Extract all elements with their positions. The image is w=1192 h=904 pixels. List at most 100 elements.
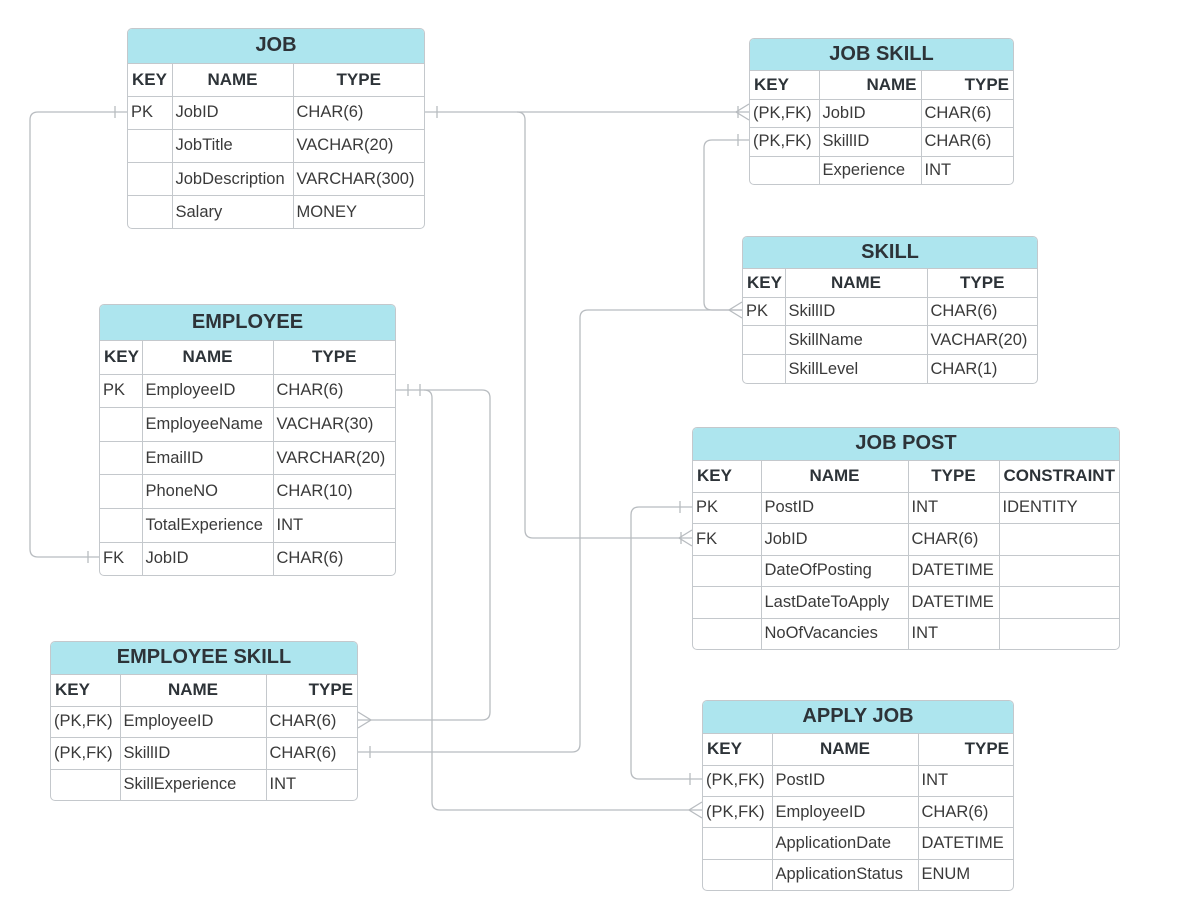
field-type: CHAR(6)	[273, 374, 395, 409]
field-key	[750, 156, 820, 184]
entity-employee-skill[interactable]: EMPLOYEE SKILL KEY NAME TYPE (PK,FK)Empl…	[50, 641, 358, 801]
field-type: CHAR(6)	[921, 99, 1013, 129]
column-header-key: KEY	[750, 70, 820, 100]
field-key: (PK,FK)	[750, 127, 820, 157]
relationship-employee-to-apply-job	[423, 389, 703, 819]
field-name: PostID	[772, 765, 919, 797]
field-key	[100, 407, 143, 442]
column-header-type: TYPE	[293, 63, 424, 97]
column-header-name: NAME	[142, 340, 274, 375]
column-header-name: NAME	[172, 63, 294, 97]
column-header-key: KEY	[703, 733, 773, 766]
field-name: JobID	[761, 523, 909, 556]
field-key	[128, 129, 173, 163]
field-type: INT	[908, 492, 1000, 525]
field-name: LastDateToApply	[761, 586, 909, 619]
column-header-name: NAME	[120, 674, 267, 707]
field-key: (PK,FK)	[703, 796, 773, 829]
field-name: SkillName	[785, 325, 928, 356]
column-header-constraint: CONSTRAINT	[999, 460, 1119, 493]
field-name: SkillExperience	[120, 769, 267, 800]
field-name: PhoneNO	[142, 474, 274, 509]
field-type: CHAR(6)	[927, 297, 1037, 327]
entity-title: JOB POST	[693, 428, 1119, 461]
column-header-type: TYPE	[273, 340, 395, 375]
field-name: Salary	[172, 195, 294, 228]
field-name: JobDescription	[172, 162, 294, 197]
field-key	[703, 859, 773, 890]
field-name: EmployeeID	[142, 374, 274, 409]
field-type: CHAR(6)	[908, 523, 1000, 556]
field-key	[693, 555, 762, 588]
entity-title: JOB	[128, 29, 424, 64]
field-type: MONEY	[296, 202, 358, 221]
field-name: SkillID	[120, 737, 267, 770]
field-constraint	[999, 555, 1119, 588]
field-name: JobID	[142, 542, 274, 575]
relationship-job-to-job-post	[516, 111, 693, 547]
field-name: NoOfVacancies	[761, 618, 909, 649]
column-header-type: TYPE	[921, 70, 1013, 100]
column-header-name: NAME	[785, 268, 928, 298]
field-key: (PK,FK)	[750, 99, 820, 129]
field-key	[693, 618, 762, 649]
field-type: INT	[269, 775, 297, 794]
field-key	[100, 508, 143, 543]
field-name: ApplicationStatus	[772, 859, 919, 890]
field-type: INT	[924, 160, 952, 179]
column-header-type: TYPE	[266, 674, 357, 707]
field-name: EmployeeID	[772, 796, 919, 829]
relationship-job-to-job-skill	[425, 103, 750, 121]
field-name: TotalExperience	[142, 508, 274, 543]
field-name: SkillLevel	[785, 354, 928, 383]
field-name: PostID	[761, 492, 909, 525]
field-type: DATETIME	[908, 586, 1000, 619]
field-type: CHAR(10)	[273, 474, 395, 509]
entity-title: JOB SKILL	[750, 39, 1013, 71]
field-key: FK	[100, 542, 143, 575]
field-type: CHAR(6)	[921, 127, 1013, 157]
field-type: CHAR(6)	[293, 96, 424, 130]
field-key: PK	[743, 297, 786, 327]
entity-title: APPLY JOB	[703, 701, 1013, 734]
field-key	[693, 586, 762, 619]
field-type: VACHAR(30)	[273, 407, 395, 442]
